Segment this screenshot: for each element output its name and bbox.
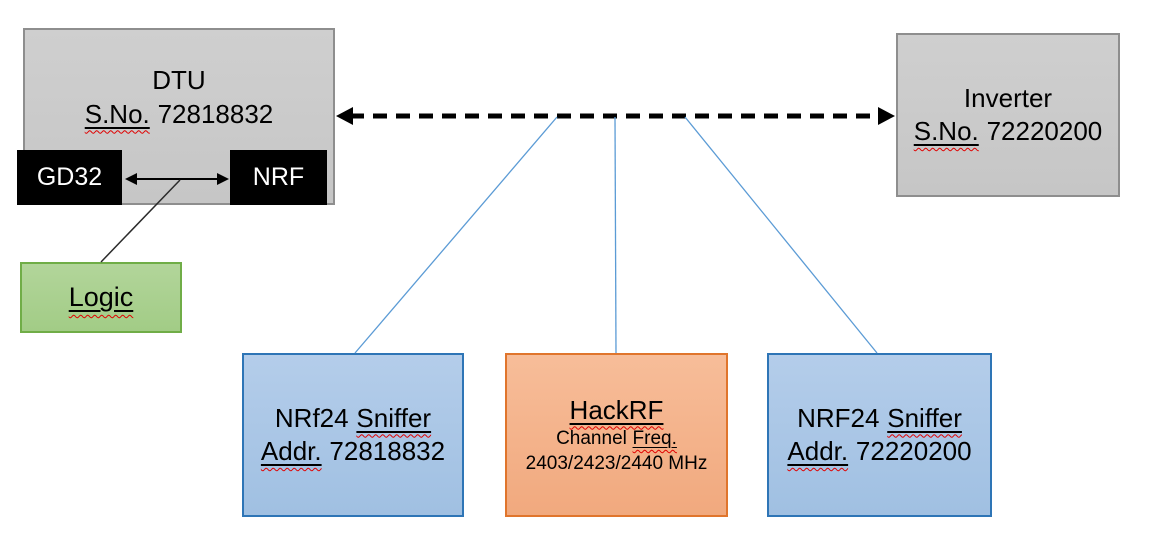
inverter-title-text: Inverter: [963, 82, 1053, 113]
dtu-serial: S.No. 72818832: [85, 98, 274, 131]
hackrf-title: HackRF: [569, 394, 664, 425]
sniffer-left-name-line: NRf24 Sniffer: [275, 402, 431, 435]
sniffer-right-name-line: NRF24 Sniffer: [797, 402, 962, 435]
sniffer-left-role: Sniffer: [356, 402, 432, 433]
hackrf-frequencies-line: 2403/2423/2440 MHz: [526, 452, 708, 477]
inverter-serial-label: S.No.: [913, 116, 979, 146]
sniffer-right-tap-line: [684, 116, 878, 354]
sniffer-right-addr-label: Addr.: [787, 436, 849, 466]
sniffer-right-role: Sniffer: [887, 402, 962, 433]
gd32-chip-label: GD32: [36, 163, 103, 191]
dtu-serial-number: 72818832: [157, 98, 274, 129]
dtu-title: DTU: [85, 64, 274, 97]
nrf-chip: NRF: [230, 150, 327, 205]
sniffer-left-addr-value: 72818832: [329, 436, 446, 466]
hackrf-channel-word: Channel: [556, 427, 627, 449]
hackrf-freq-word: Freq.: [632, 427, 677, 449]
dtu-inverter-dashed-arrow: [336, 107, 895, 125]
dtu-title-text: DTU: [152, 65, 206, 96]
dtu-serial-label: S.No.: [84, 98, 150, 129]
logic-label: Logic: [68, 282, 134, 313]
logic-box: Logic: [20, 262, 182, 333]
hackrf-title-line: HackRF: [570, 394, 664, 427]
inverter-title: Inverter: [964, 82, 1052, 115]
inverter-box: Inverter S.No. 72220200: [896, 33, 1120, 197]
logic-label-line: Logic: [69, 280, 134, 315]
hackrf-tap-line: [614, 116, 617, 354]
sniffer-right-name: NRF24: [797, 402, 880, 433]
sniffer-left-tap-line: [354, 116, 558, 354]
sniffer-right-box: NRF24 Sniffer Addr. 72220200: [767, 353, 992, 517]
sniffer-right-addr-value: 72220200: [855, 436, 972, 466]
sniffer-left-name: NRf24: [274, 402, 349, 433]
hackrf-frequencies: 2403/2423/2440 MHz: [525, 452, 708, 474]
sniffer-left-box: NRf24 Sniffer Addr. 72818832: [242, 353, 464, 517]
dtu-text: DTU S.No. 72818832: [85, 64, 274, 131]
sniffer-right-addr-line: Addr. 72220200: [787, 435, 971, 468]
sniffer-left-addr-label: Addr.: [260, 436, 322, 466]
nrf-chip-label: NRF: [252, 163, 305, 191]
sniffer-left-addr-line: Addr. 72818832: [261, 435, 445, 468]
inverter-serial-number: 72220200: [986, 116, 1103, 146]
hackrf-box: HackRF Channel Freq. 2403/2423/2440 MHz: [505, 353, 728, 517]
inverter-serial: S.No. 72220200: [914, 115, 1103, 148]
gd32-chip: GD32: [17, 150, 122, 205]
hackrf-channel-line: Channel Freq.: [556, 427, 677, 452]
